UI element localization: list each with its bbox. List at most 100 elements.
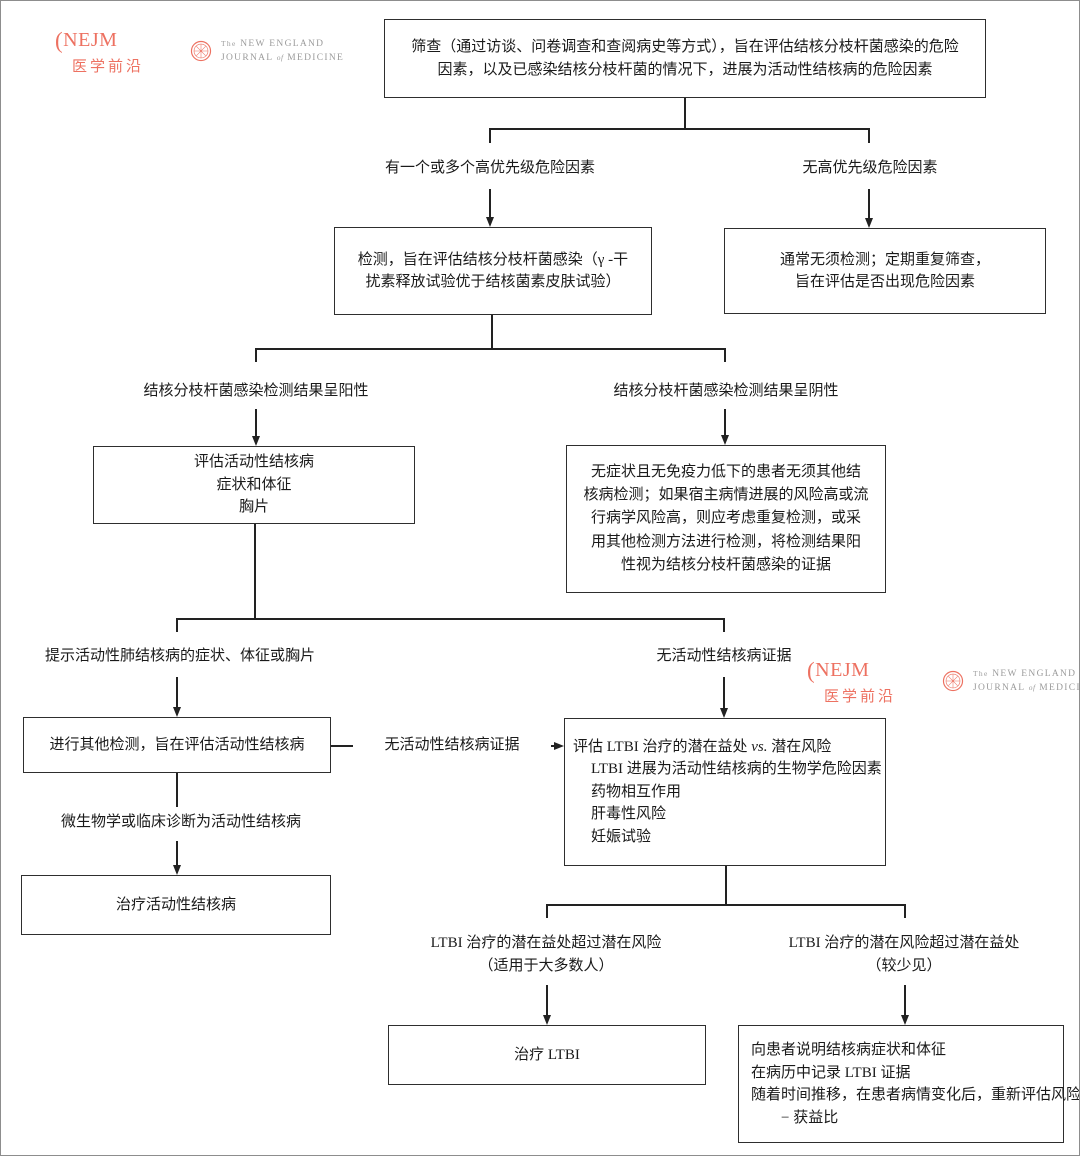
nejm-journal-block: The NEW ENGLAND JOURNAL of MEDICINE	[190, 37, 344, 66]
ltbi-item-biologic-risk: LTBI 进展为活动性结核病的生物学危险因素	[591, 761, 882, 778]
box-neg-line5: 性视为结核分枝杆菌感染的证据	[620, 556, 831, 573]
label-benefit-line1: LTBI 治疗的潜在益处超过潜在风险	[430, 935, 662, 951]
nejm-brand-cn: 医学前沿	[824, 689, 897, 705]
connector-split2-right-stub	[724, 348, 726, 362]
box-treat-ltbi-text: 治疗 LTBI	[514, 1046, 580, 1063]
nejm-text: NEJM	[63, 29, 118, 51]
journal-journal: JOURNAL	[221, 53, 274, 64]
box-treat-ltbi: 治疗 LTBI	[388, 1025, 706, 1085]
counsel-item-record: 在病历中记录 LTBI 证据	[751, 1064, 911, 1081]
connector-other-tests-down	[176, 773, 178, 807]
connector-split4	[546, 904, 905, 906]
connector-split4-left-stub	[546, 904, 548, 918]
journal-of: of	[1028, 683, 1036, 693]
label-test-positive: 结核分枝杆菌感染检测结果呈阳性	[143, 383, 369, 399]
nejm-wordmark: (NEJM	[807, 659, 896, 682]
arrow-to-counsel-box	[904, 985, 906, 1015]
label-risk-line1: LTBI 治疗的潜在风险超过潜在益处	[788, 935, 1020, 951]
journal-name: The NEW ENGLAND JOURNAL of MEDICINE	[221, 37, 344, 66]
nejm-text: NEJM	[815, 659, 870, 681]
label-high-priority-risk: 有一个或多个高优先级危险因素	[384, 160, 595, 176]
ltbi-title-vs: vs.	[751, 738, 768, 755]
connector-test-down	[491, 315, 493, 348]
arrow-to-other-tests-box	[176, 677, 178, 707]
connector-screening-down	[684, 98, 686, 128]
nejm-paren: (	[807, 658, 816, 683]
journal-journal: JOURNAL	[973, 683, 1026, 694]
nejm-brand: (NEJM 医学前沿	[55, 29, 144, 76]
label-risk-exceeds-benefit: LTBI 治疗的潜在风险超过潜在益处 （较少见）	[754, 932, 1054, 977]
box-treat-active-tb: 治疗活动性结核病	[21, 875, 331, 935]
arrow-to-evaluate-box	[255, 409, 257, 436]
ltbi-item-drug-interactions: 药物相互作用	[591, 783, 682, 800]
box-test-for-infection: 检测，旨在评估结核分枝杆菌感染（γ -干 扰素释放试验优于结核菌素皮肤试验）	[334, 227, 652, 315]
connector-split1-right-stub	[868, 128, 870, 143]
arrow-to-treat-active-box	[176, 841, 178, 865]
connector-split3-right-stub	[723, 618, 725, 632]
connector-split4-right-stub	[904, 904, 906, 918]
box-evaluate-active-tb: 评估活动性结核病 症状和体征 胸片	[93, 446, 415, 524]
ltbi-item-hepatotoxicity: 肝毒性风险	[591, 806, 667, 823]
ltbi-assess-title: 评估 LTBI 治疗的潜在益处 vs. 潜在风险	[573, 736, 877, 759]
arrow-to-test-box	[489, 189, 491, 217]
ltbi-item-pregnancy-test: 妊娠试验	[591, 828, 652, 845]
nejm-logo: (NEJM 医学前沿 The NEW ENGLAND JOURNAL of ME…	[55, 29, 344, 76]
arrow-to-treat-ltbi-box	[546, 985, 548, 1015]
journal-medicine: MEDICINE	[1039, 683, 1080, 694]
label-benefit-exceeds-risk: LTBI 治疗的潜在益处超过潜在风险 （适用于大多数人）	[396, 932, 696, 977]
box-treat-active-text: 治疗活动性结核病	[115, 896, 236, 913]
box-screening-line2: 因素，以及已感染结核分枝杆菌的情况下，进展为活动性结核病的危险因素	[437, 61, 933, 78]
box-eval-line1: 评估活动性结核病	[193, 454, 314, 471]
arrow-to-ltbi-box	[723, 677, 725, 708]
box-screening: 筛查（通过访谈、问卷调查和查阅病史等方式），旨在评估结核分枝杆菌感染的危险 因素…	[384, 19, 986, 98]
box-screening-line1: 筛查（通过访谈、问卷调查和查阅病史等方式），旨在评估结核分枝杆菌感染的危险	[411, 39, 959, 55]
nejm-journal-block: The NEW ENGLAND JOURNAL of MEDICINE	[942, 667, 1080, 696]
label-no-high-priority-risk: 无高优先级危险因素	[802, 160, 938, 176]
label-no-active-tb: 无活动性结核病证据	[656, 648, 792, 664]
label-risk-line2: （较少见）	[866, 957, 942, 974]
journal-medicine: MEDICINE	[287, 53, 345, 64]
ltbi-title-post: 潜在风险	[767, 738, 832, 755]
box-neg-line2: 核病检测；如果宿主病情进展的风险高或流	[583, 487, 869, 504]
box-other-tests: 进行其他检测，旨在评估活动性结核病	[23, 717, 331, 773]
journal-the: The	[973, 669, 989, 678]
box-counsel-patient: 向患者说明结核病症状和体征 在病历中记录 LTBI 证据 随着时间推移，在患者病…	[738, 1025, 1079, 1143]
connector-evaluate-down	[254, 524, 256, 618]
box-eval-line2: 症状和体征	[216, 476, 292, 493]
nejm-paren: (	[55, 28, 64, 53]
nejm-wordmark: (NEJM	[55, 29, 144, 52]
connector-split2	[255, 348, 725, 350]
box-negative-followup: 无症状且无免疫力低下的患者无须其他结 核病检测；如果宿主病情进展的风险高或流 行…	[566, 445, 886, 593]
arrow-to-no-test-box	[868, 189, 870, 218]
arrow-to-negative-box	[724, 409, 726, 435]
nejm-seal-icon	[942, 671, 964, 692]
connector-split3-left-stub	[176, 618, 178, 632]
label-no-active-tb-arrow: 无活动性结核病证据	[353, 736, 551, 754]
connector-split1-left-stub	[489, 128, 491, 143]
label-clinical-diagnosis: 微生物学或临床诊断为活动性结核病	[60, 814, 301, 830]
box-neg-line4: 用其他检测方法进行检测，将检测结果阳	[590, 533, 861, 550]
nejm-seal-icon	[190, 41, 212, 62]
box-neg-line3: 行病学风险高，则应考虑重复检测，或采	[590, 510, 861, 527]
box-neg-line1: 无症状且无免疫力低下的患者无须其他结	[590, 463, 861, 480]
label-suggestive-findings: 提示活动性肺结核病的症状、体征或胸片	[44, 648, 315, 664]
connector-split3	[176, 618, 724, 620]
box-no-test: 通常无须检测；定期重复筛查， 旨在评估是否出现危险因素	[724, 228, 1046, 314]
connector-ltbi-down	[725, 866, 727, 904]
journal-new-england: NEW ENGLAND	[240, 39, 325, 49]
journal-of: of	[276, 53, 284, 63]
box-test-line1: 检测，旨在评估结核分枝杆菌感染（γ -干	[357, 251, 629, 268]
box-no-test-line1: 通常无须检测；定期重复筛查，	[779, 251, 990, 268]
box-eval-line3: 胸片	[238, 499, 269, 516]
label-test-negative: 结核分枝杆菌感染检测结果呈阴性	[613, 383, 839, 399]
journal-name: The NEW ENGLAND JOURNAL of MEDICINE	[973, 667, 1080, 696]
journal-new-england: NEW ENGLAND	[992, 669, 1077, 679]
nejm-logo-2: (NEJM 医学前沿 The NEW ENGLAND JOURNAL of ME…	[807, 659, 1080, 706]
counsel-item-explain: 向患者说明结核病症状和体征	[751, 1042, 947, 1058]
box-no-test-line2: 旨在评估是否出现危险因素	[794, 274, 975, 290]
nejm-brand: (NEJM 医学前沿	[807, 659, 896, 706]
label-benefit-line2: （适用于大多数人）	[478, 957, 614, 974]
box-ltbi-assessment: 评估 LTBI 治疗的潜在益处 vs. 潜在风险 LTBI 进展为活动性结核病的…	[564, 718, 886, 866]
box-other-tests-text: 进行其他检测，旨在评估活动性结核病	[49, 736, 305, 753]
